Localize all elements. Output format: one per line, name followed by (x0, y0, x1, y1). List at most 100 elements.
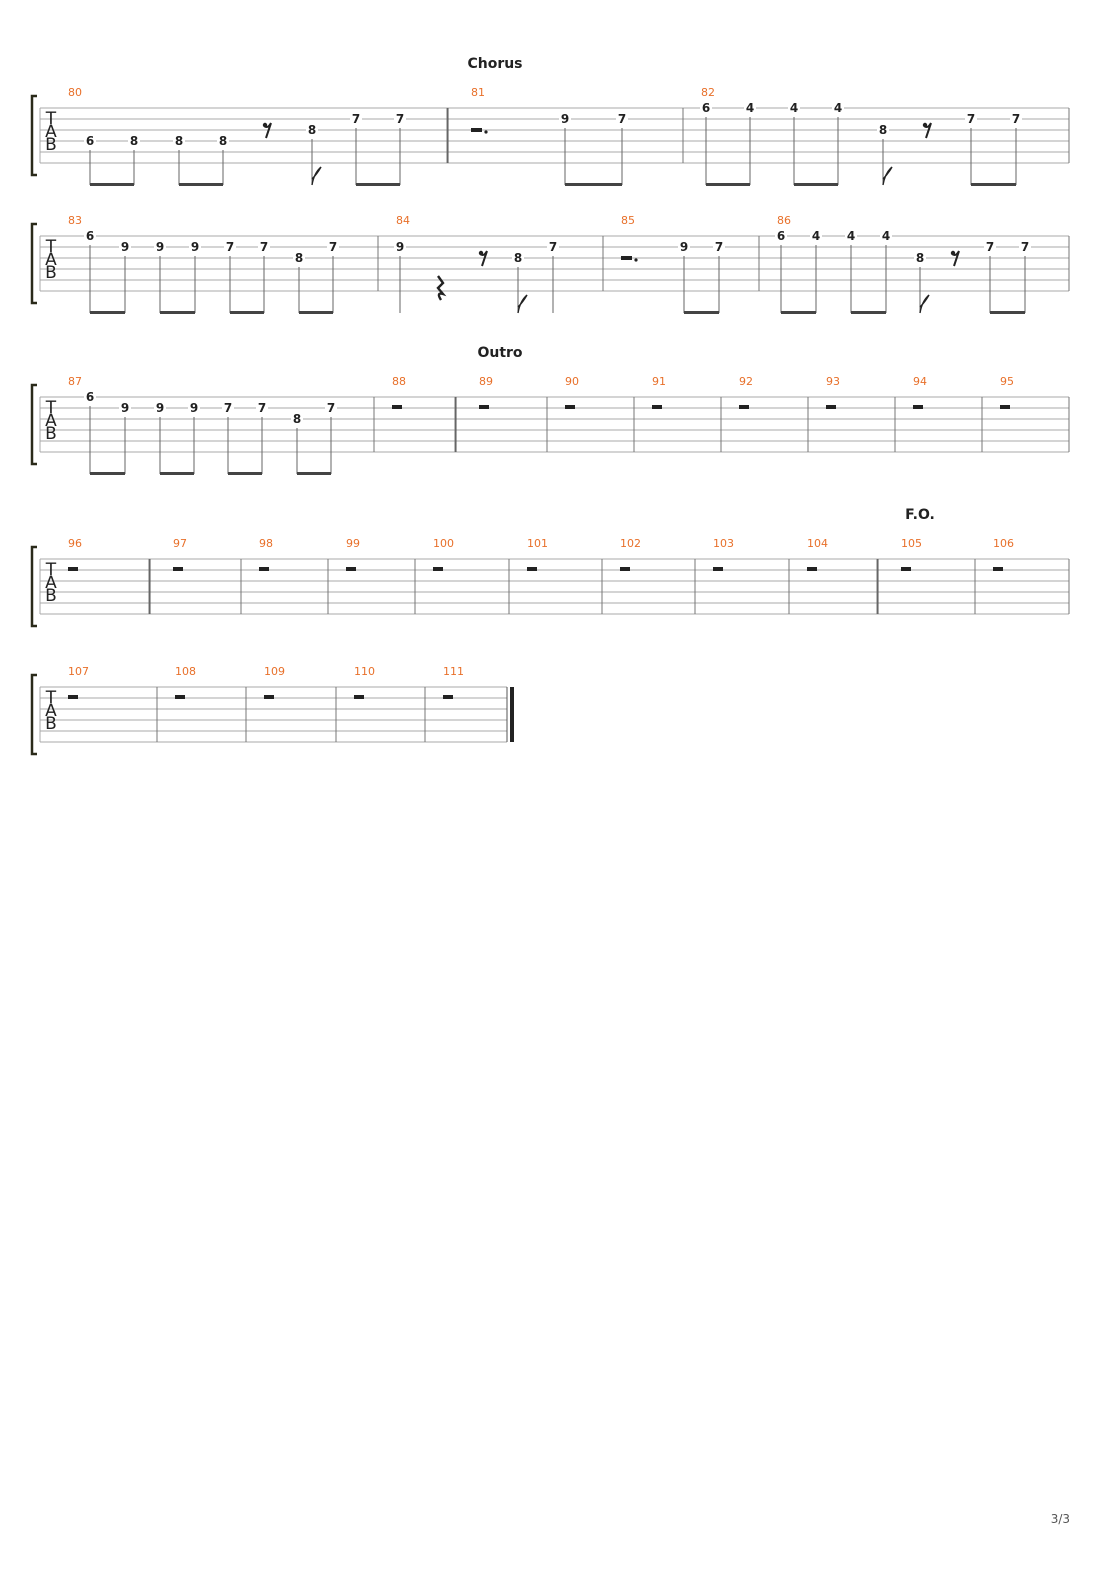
fret-number: 7 (352, 112, 360, 126)
tab-clef-letter: B (45, 263, 57, 283)
fret-number: 8 (879, 123, 887, 137)
measure-96-whole-rest (68, 567, 78, 571)
fret-number: 9 (190, 401, 198, 415)
measure-88-whole-rest (392, 405, 402, 409)
fret-bg (914, 251, 926, 264)
measure-number: 94 (913, 375, 927, 388)
fret-bg (616, 112, 628, 125)
fret-number: 9 (156, 401, 164, 415)
measure-85-dotted-half-rest (621, 256, 632, 260)
measure-number: 93 (826, 375, 840, 388)
fret-bg (327, 240, 339, 253)
fret-bg (1019, 240, 1031, 253)
measure-82-eighth-rest-dot (922, 122, 928, 128)
fret-bg (217, 134, 229, 147)
tab-clef-letter: A (45, 122, 57, 142)
measure-number: 108 (175, 665, 196, 678)
note-beam (851, 311, 886, 314)
fret-number: 7 (329, 240, 337, 254)
fret-number: 8 (175, 134, 183, 148)
tab-clef-letter: B (45, 135, 57, 155)
fret-number: 6 (777, 229, 785, 243)
measure-104-whole-rest (807, 567, 817, 571)
measure-105-whole-rest (901, 567, 911, 571)
fret-number: 7 (224, 401, 232, 415)
fret-bg (350, 112, 362, 125)
measure-98-whole-rest (259, 567, 269, 571)
note-beam (230, 311, 264, 314)
fret-number: 9 (396, 240, 404, 254)
page-number: 3/3 (1050, 1512, 1070, 1526)
note-beam (684, 311, 719, 314)
note-beam (990, 311, 1025, 314)
fret-bg (1010, 112, 1022, 125)
measure-81-dotted-half-rest (471, 128, 482, 132)
measure-number: 83 (68, 214, 82, 227)
measure-number: 106 (993, 537, 1014, 550)
measure-number: 99 (346, 537, 360, 550)
measure-number: 81 (471, 86, 485, 99)
measure-111-whole-rest (443, 695, 453, 699)
fret-number: 7 (327, 401, 335, 415)
measure-number: 98 (259, 537, 273, 550)
measure-97-whole-rest (173, 567, 183, 571)
fret-number: 8 (916, 251, 924, 265)
tab-clef-letter: T (45, 109, 57, 129)
fret-bg (744, 101, 756, 114)
fret-number: 9 (156, 240, 164, 254)
tab-clef-letter: A (45, 573, 57, 593)
tab-clef-letter: T (45, 237, 57, 257)
note-beam (706, 183, 750, 186)
section-label: F.O. (905, 507, 935, 523)
fret-number: 8 (514, 251, 522, 265)
tab-clef-letter: T (45, 688, 57, 708)
note-beam (299, 311, 333, 314)
note-beam (297, 472, 331, 475)
fret-number: 7 (618, 112, 626, 126)
fret-number: 4 (847, 229, 855, 243)
fret-bg (559, 112, 571, 125)
measure-number: 100 (433, 537, 454, 550)
fret-bg (256, 401, 268, 414)
measure-94-whole-rest (913, 405, 923, 409)
fret-number: 7 (396, 112, 404, 126)
measure-number: 92 (739, 375, 753, 388)
fret-bg (700, 101, 712, 114)
fret-number: 9 (121, 240, 129, 254)
measure-80-eighth-rest-dot (262, 122, 268, 128)
note-beam (565, 183, 622, 186)
fret-bg (512, 251, 524, 264)
fret-number: 4 (790, 101, 798, 115)
measure-number: 85 (621, 214, 635, 227)
fret-bg (119, 401, 131, 414)
fret-bg (713, 240, 725, 253)
fret-bg (547, 240, 559, 253)
measure-number: 89 (479, 375, 493, 388)
fret-number: 8 (219, 134, 227, 148)
final-barline-thick (510, 687, 514, 742)
fret-bg (258, 240, 270, 253)
measure-85-rest-dot (634, 258, 638, 262)
measure-102-whole-rest (620, 567, 630, 571)
fret-number: 7 (549, 240, 557, 254)
note-beam (179, 183, 223, 186)
tab-clef-letter: T (45, 560, 57, 580)
measure-89-whole-rest (479, 405, 489, 409)
fret-number: 8 (295, 251, 303, 265)
measure-number: 101 (527, 537, 548, 550)
measure-number: 90 (565, 375, 579, 388)
fret-number: 7 (715, 240, 723, 254)
note-beam (90, 472, 125, 475)
measure-number: 110 (354, 665, 375, 678)
measure-number: 95 (1000, 375, 1014, 388)
fret-bg (222, 401, 234, 414)
measure-93-whole-rest (826, 405, 836, 409)
note-flag (919, 294, 930, 314)
measure-100-whole-rest (433, 567, 443, 571)
note-flag (517, 294, 528, 314)
fret-bg (325, 401, 337, 414)
fret-number: 7 (226, 240, 234, 254)
measure-109-whole-rest (264, 695, 274, 699)
fret-bg (224, 240, 236, 253)
